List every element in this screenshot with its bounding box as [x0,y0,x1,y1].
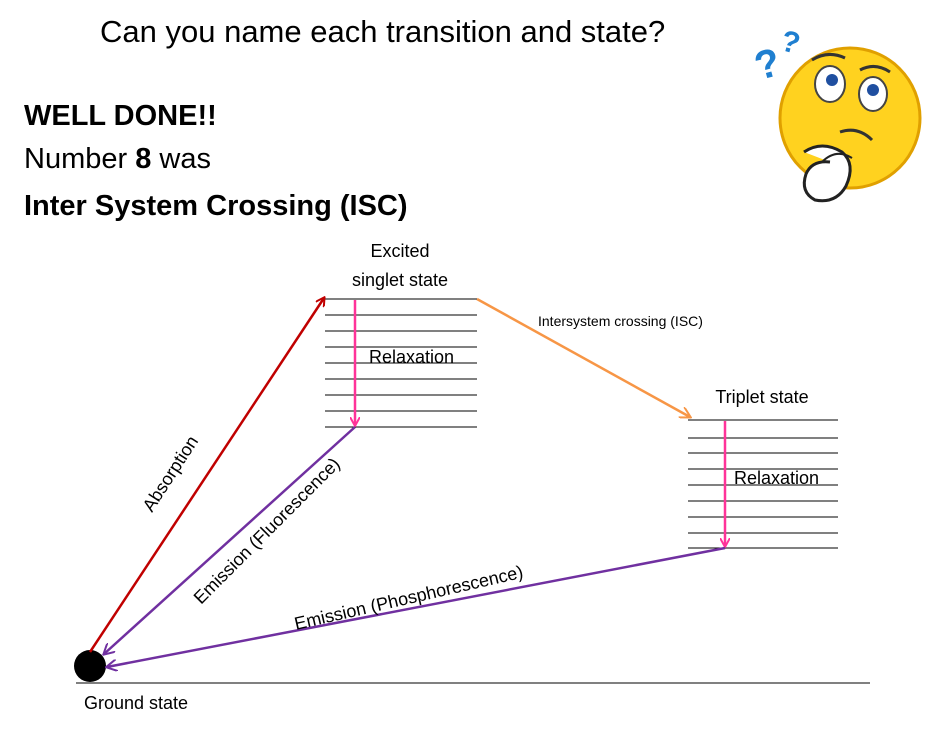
absorption-label: Absorption [139,432,203,515]
number-line: Number 8 was [24,143,211,176]
absorption-arrow [88,298,324,653]
number-prefix: Number [24,143,136,175]
phosphorescence-label: Emission (Phosphorescence) [292,562,525,634]
thinking-face-icon: ? ? [750,24,922,203]
number-value: 8 [135,143,152,175]
excited-singlet-label-line1: Excited [370,241,429,261]
fluorescence-label: Emission (Fluorescence) [190,454,344,608]
answer-text: Inter System Crossing (ISC) [24,190,408,222]
isc-label: Intersystem crossing (ISC) [538,313,703,329]
well-done-text: WELL DONE!! [24,100,217,132]
excited-singlet-label-line2: singlet state [352,270,448,290]
ground-state-dot [74,650,106,682]
triplet-state-label: Triplet state [715,387,808,407]
ground-state-label: Ground state [84,693,188,713]
number-suffix: was [151,143,211,175]
singlet-levels [325,298,477,428]
singlet-relaxation-label: Relaxation [369,347,454,367]
triplet-relaxation-label: Relaxation [734,468,819,488]
fluorescence-arrow [104,426,356,654]
svg-text:?: ? [777,24,803,61]
phosphorescence-arrow [107,546,726,667]
question-heading: Can you name each transition and state? [100,14,666,49]
isc-arrow [476,297,690,417]
triplet-levels [688,419,838,549]
